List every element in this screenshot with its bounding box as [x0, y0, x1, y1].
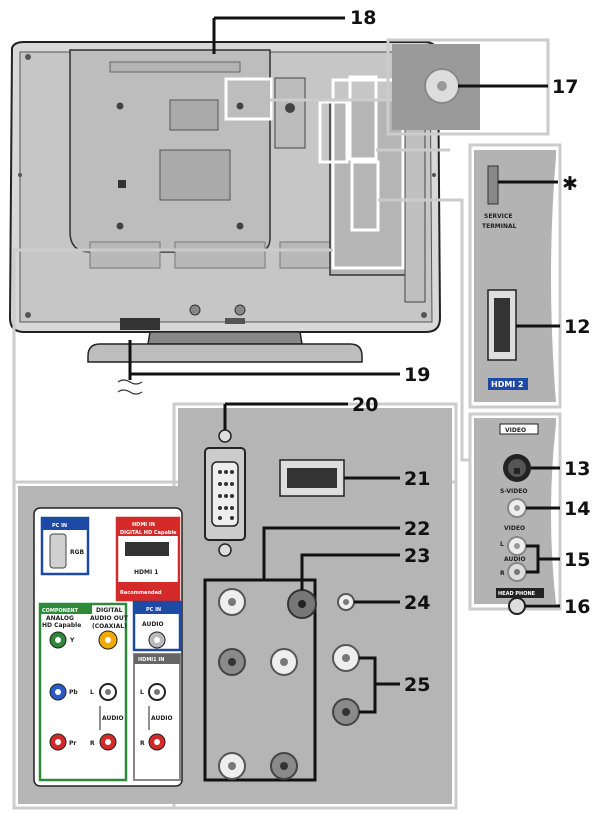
card-digital1: DIGITAL: [96, 607, 123, 614]
card-analog2: HD Capable: [42, 622, 81, 629]
callout-16: 16: [564, 596, 590, 618]
r-label: R: [500, 570, 505, 577]
callout-21: 21: [404, 468, 430, 490]
card-pcin2: PC IN: [146, 607, 161, 613]
callout-24: 24: [404, 592, 430, 614]
callout-19: 19: [404, 364, 430, 386]
callout-star: ✱: [562, 173, 578, 195]
l-label: L: [500, 541, 504, 548]
callout-15: 15: [564, 549, 590, 571]
terminal-label: TERMINAL: [482, 223, 517, 230]
callout-23: 23: [404, 545, 430, 567]
card-hdmi1: HDMI 1: [134, 569, 158, 576]
svideo-label: S-VIDEO: [500, 488, 527, 495]
callout-18: 18: [350, 7, 376, 29]
callout-17: 17: [552, 76, 578, 98]
card-hdmiin: HDMI IN: [132, 522, 155, 528]
component-jacks: [218, 588, 298, 780]
card-l2: L: [140, 689, 144, 696]
callout-20: 20: [352, 394, 378, 416]
callout-12: 12: [564, 316, 590, 338]
card-pr: Pr: [69, 740, 76, 747]
label-card: [33, 507, 183, 787]
card-r1: R: [90, 740, 95, 747]
hdmi2-label: HDMI 2: [491, 380, 524, 389]
headphone-label: HEAD PHONE: [498, 591, 536, 597]
card-y: Y: [69, 637, 75, 644]
audio-label: AUDIO: [504, 556, 526, 563]
tv-stand: [87, 331, 363, 395]
card-pb: Pb: [69, 689, 78, 696]
video-label: VIDEO: [504, 525, 525, 532]
card-rgb: RGB: [70, 549, 85, 556]
card-pcin: PC IN: [52, 523, 67, 529]
service-label: SERVICE: [484, 213, 512, 220]
card-r2: R: [140, 740, 145, 747]
callout-22: 22: [404, 518, 430, 540]
card-audio1: AUDIO: [102, 715, 124, 722]
card-hdmi1in: HDMI1 IN: [138, 657, 164, 663]
card-digital2: AUDIO OUT: [90, 615, 129, 622]
video-header-label: VIDEO: [505, 427, 526, 434]
card-hd-capable: DIGITAL HD Capable: [120, 530, 177, 536]
card-l1: L: [90, 689, 94, 696]
card-digital3: (COAXIAL): [92, 623, 127, 630]
card-audio2: AUDIO: [151, 715, 173, 722]
card-audio: AUDIO: [142, 621, 164, 628]
card-component: COMPONENT: [42, 608, 79, 614]
callout-13: 13: [564, 458, 590, 480]
card-recommended: Recommended: [120, 590, 162, 596]
callout-14: 14: [564, 498, 590, 520]
callout-25: 25: [404, 674, 430, 696]
card-analog1: ANALOG: [46, 615, 74, 622]
